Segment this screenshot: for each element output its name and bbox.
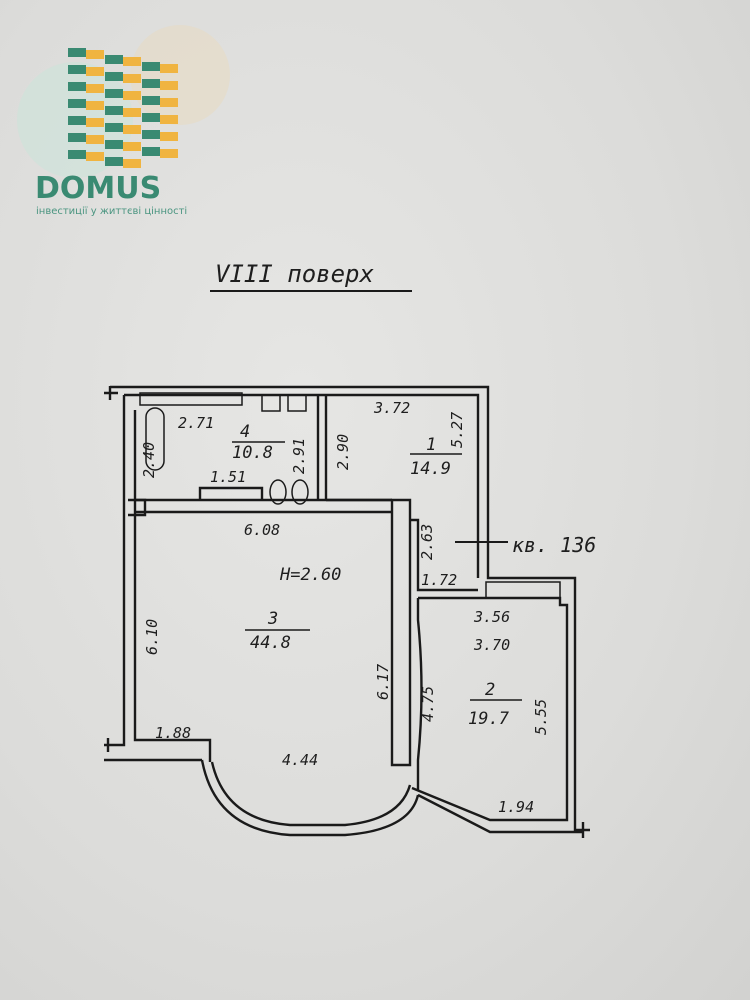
logo-block-green — [142, 113, 160, 122]
apartment-label: кв. 136 — [512, 533, 596, 557]
logo-block-yellow — [86, 101, 104, 110]
room1-dim-right: 5.27 — [448, 412, 466, 448]
logo-block-yellow — [86, 50, 104, 59]
floor-title: VIII поверх — [215, 260, 374, 288]
room3-dim-left: 6.10 — [143, 619, 161, 655]
logo-block-green — [142, 96, 160, 105]
logo-brand: DOMUS — [35, 171, 161, 206]
logo-block-green — [68, 82, 86, 91]
logo-block-green — [142, 79, 160, 88]
logo-tagline: інвестиції у життєві цінності — [36, 205, 187, 217]
radiator-top — [139, 392, 243, 406]
room4-dim-left: 2.40 — [140, 442, 158, 478]
logo-block-yellow — [160, 98, 178, 107]
logo-block-green — [105, 123, 123, 132]
corridor-dim-horizontal: 1.72 — [421, 571, 457, 589]
bathtub — [145, 407, 165, 471]
logo-block-yellow — [86, 152, 104, 161]
room3-dim-right: 6.17 — [374, 664, 392, 700]
room3-number: 3 — [267, 609, 278, 629]
room2-area: 19.7 — [468, 709, 510, 729]
room1-area: 14.9 — [410, 459, 451, 479]
logo-block-yellow — [160, 149, 178, 158]
logo-block-yellow — [123, 108, 141, 117]
logo-block-green — [105, 72, 123, 81]
logo-block-yellow — [123, 74, 141, 83]
logo-block-yellow — [86, 135, 104, 144]
radiator-right — [485, 581, 561, 599]
logo-block-yellow — [86, 118, 104, 127]
room2-dim-left: 4.75 — [419, 686, 437, 722]
room4-area: 10.8 — [232, 443, 273, 463]
logo-block-green — [142, 147, 160, 156]
room2-number: 2 — [485, 680, 495, 700]
logo-block-green — [68, 133, 86, 142]
room2-dim-bottom: 1.94 — [498, 798, 534, 816]
logo-block-green — [142, 62, 160, 71]
logo-block-green — [68, 99, 86, 108]
corridor-dim-vertical: 2.63 — [418, 524, 436, 560]
logo-block-green — [105, 55, 123, 64]
logo-block-yellow — [160, 81, 178, 90]
logo-block-green — [68, 150, 86, 159]
logo-block-yellow — [123, 142, 141, 151]
room4-dim-right: 2.91 — [290, 438, 308, 474]
logo-block-yellow — [86, 67, 104, 76]
room3-dim-bottom: 4.44 — [282, 751, 318, 769]
room4-number: 4 — [240, 422, 250, 442]
room1-dim-left: 2.90 — [334, 434, 352, 470]
logo-block-green — [105, 140, 123, 149]
logo-block-yellow — [160, 132, 178, 141]
room3-dim-top: 6.08 — [244, 521, 280, 539]
logo-block-yellow — [160, 64, 178, 73]
logo-block-yellow — [160, 115, 178, 124]
logo-block-yellow — [123, 57, 141, 66]
room1-number: 1 — [426, 435, 436, 455]
room1-dim-top: 3.72 — [373, 399, 410, 417]
logo-block-green — [105, 89, 123, 98]
logo-block-yellow — [123, 159, 141, 168]
ceiling-height: H=2.60 — [279, 565, 341, 585]
walls — [104, 385, 590, 838]
room4-dim-bottom: 1.51 — [210, 468, 246, 486]
bidet — [291, 479, 309, 505]
logo-block-yellow — [86, 84, 104, 93]
logo-block-green — [142, 130, 160, 139]
logo-block-green — [68, 48, 86, 57]
room4-dim-top: 2.71 — [178, 414, 214, 432]
domus-logo: DOMUS інвестиції у життєві цінності — [17, 25, 230, 217]
toilet — [269, 479, 287, 505]
logo-block-green — [68, 65, 86, 74]
room3-area: 44.8 — [250, 633, 291, 653]
logo-block-yellow — [123, 91, 141, 100]
logo-block-green — [105, 157, 123, 166]
logo-block-green — [68, 116, 86, 125]
room2-dim-top2: 3.70 — [473, 636, 510, 654]
logo-block-yellow — [123, 125, 141, 134]
room2-dim-top: 3.56 — [473, 608, 510, 626]
room2-dim-right: 5.55 — [532, 699, 550, 735]
room3-dim-bottom-left: 1.88 — [155, 724, 191, 742]
logo-block-green — [105, 106, 123, 115]
